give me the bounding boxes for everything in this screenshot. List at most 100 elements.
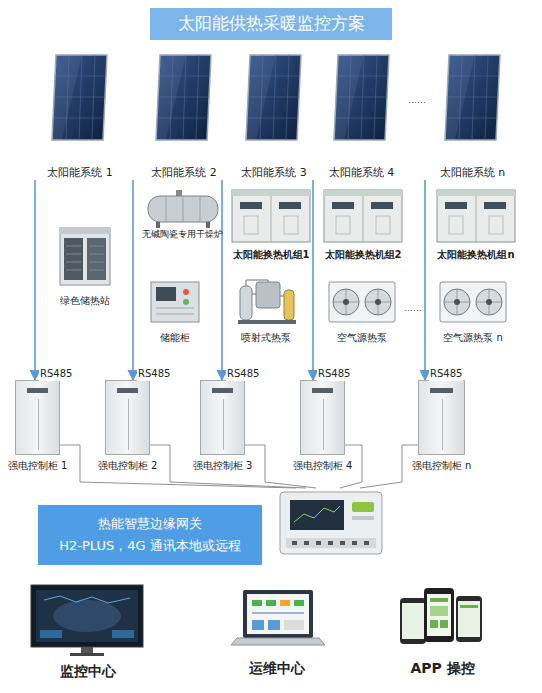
gateway-text: H2-PLUS，4G 通讯本地或远程 <box>59 538 240 554</box>
exchanger-unit <box>324 190 402 242</box>
equipment-label: 储能柜 <box>160 332 190 345</box>
bus-label-box: RS485 <box>226 362 260 381</box>
station-panel <box>64 238 83 280</box>
rs485-line <box>424 180 426 380</box>
cabinet-screen <box>156 287 176 301</box>
exchanger-unit <box>232 190 310 242</box>
dryer-leg <box>206 222 210 228</box>
screen-tile <box>280 600 290 606</box>
laptop-screen <box>247 594 309 634</box>
terminals <box>292 541 369 545</box>
equipment-item: 绿色储热站 <box>50 222 120 307</box>
system-label: 太阳能系统 1 <box>47 166 113 180</box>
monitor-frame <box>31 585 143 647</box>
solar-system: 太阳能系统 1 <box>30 50 130 180</box>
equipment-item: 空气源热泵 <box>322 278 402 344</box>
station-panel <box>87 238 106 280</box>
title-banner: 太阳能供热采暖监控方案 <box>150 8 392 40</box>
signal-wire <box>360 445 418 488</box>
control-cabinet: 强电控制柜 4 <box>300 380 345 455</box>
cabinet-lamp <box>183 299 189 305</box>
screen-tile <box>284 620 304 630</box>
ellipsis-mark-box: …… <box>408 88 426 107</box>
station-body <box>60 228 110 285</box>
dryer <box>148 190 218 228</box>
bus-label: RS485 <box>227 368 259 379</box>
screen-widget <box>40 630 62 638</box>
system-label: 太阳能系统 n <box>440 166 505 180</box>
equipment-label: 空气源热泵 <box>337 332 387 345</box>
signal-wire <box>60 445 296 488</box>
platform-item: 监控中心 <box>25 580 150 680</box>
pump-tank <box>256 282 280 308</box>
phones <box>400 588 482 644</box>
title-text: 太阳能供热采暖监控方案 <box>178 13 365 34</box>
screen-bar <box>430 598 448 602</box>
phone-body <box>424 588 454 642</box>
screen-bar <box>460 605 478 608</box>
storage-station <box>60 228 110 285</box>
screen-tile <box>266 600 276 606</box>
control-cabinet: 强电控制柜 3 <box>200 380 245 455</box>
solar-system: 太阳能系统 3 <box>218 50 330 180</box>
monitor-stand <box>81 647 93 653</box>
system-label: 太阳能系统 3 <box>241 166 307 180</box>
pump-pipes <box>246 280 284 296</box>
pump-cylinder <box>240 286 252 320</box>
dryer-pipe <box>176 190 182 196</box>
platform-label: 运维中心 <box>249 660 305 678</box>
bus-label: RS485 <box>430 368 462 379</box>
ellipsis-mark: …… <box>404 303 422 313</box>
screen-tile <box>440 620 448 628</box>
platform-item: APP 操控 <box>390 585 495 677</box>
cabinet-body <box>151 282 199 322</box>
laptop-lid <box>243 590 313 638</box>
dryer-leg <box>156 222 160 228</box>
screen-widget <box>112 630 134 638</box>
solar-panel <box>334 55 389 140</box>
screen-trace <box>294 506 340 522</box>
phone-body <box>456 596 482 642</box>
control-cabinet: 强电控制柜 2 <box>105 380 150 455</box>
bus-label-box: RS485 <box>39 362 73 381</box>
equipment-label: 太阳能换热机组n <box>437 249 514 262</box>
cabinet-label: 强电控制柜 3 <box>193 460 253 473</box>
bus-label: RS485 <box>318 368 350 379</box>
rs485-line <box>221 180 223 380</box>
monitor-wall <box>31 585 143 656</box>
screen-tile <box>268 620 280 630</box>
rs485-line <box>132 180 134 380</box>
device-screen <box>290 500 344 530</box>
gateway-device <box>280 492 382 554</box>
laptop <box>231 590 325 645</box>
equipment-item: 无碱陶瓷专用干燥炉 <box>139 190 226 240</box>
screen-tile <box>252 600 262 606</box>
equipment-label: 无碱陶瓷专用干燥炉 <box>142 229 223 240</box>
rs485-line <box>34 180 36 380</box>
screen-tile <box>430 606 448 616</box>
air-heat-pump <box>440 282 506 322</box>
equipment-label: 太阳能换热机组1 <box>233 249 310 262</box>
pump-vessel <box>284 290 294 320</box>
bus-label-box: RS485 <box>137 362 171 381</box>
dryer-bands <box>166 196 200 222</box>
screen-tile <box>252 620 264 630</box>
jet-heat-pump <box>238 280 296 324</box>
system-label: 太阳能系统 4 <box>329 166 395 180</box>
station-roof <box>60 228 110 234</box>
screen-tile <box>430 620 438 628</box>
bus-label: RS485 <box>138 368 170 379</box>
cabinet-lamp <box>183 289 189 295</box>
air-heat-pump <box>329 282 395 322</box>
energy-cabinet <box>151 282 199 322</box>
solar-panel <box>246 55 301 140</box>
solar-system: 太阳能系统 2 <box>128 50 240 180</box>
equipment-label: 空气源热泵 n <box>443 332 503 345</box>
control-cabinet: 强电控制柜 1 <box>15 380 60 455</box>
phone-screen <box>402 603 424 639</box>
equipment-label: 绿色储热站 <box>60 295 110 308</box>
laptop-base <box>231 638 325 645</box>
solar-panel <box>52 55 107 140</box>
